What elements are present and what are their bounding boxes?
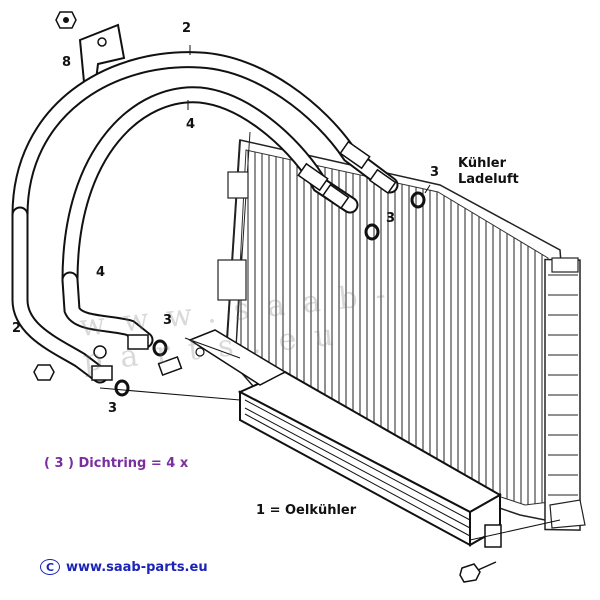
right-tank-ribs	[548, 274, 578, 496]
seal-rings	[114, 191, 426, 397]
callout-2-left: 2	[12, 321, 22, 336]
callout-3-right-lower: 3	[386, 211, 396, 226]
copyright-icon: C	[40, 559, 60, 575]
charge-air-cooler-label: Kühler Ladeluft	[458, 156, 519, 189]
oil-hose-outer	[11, 51, 399, 384]
seal-ring-legend: ( 3 ) Dichtring = 4 x	[44, 456, 189, 471]
callout-8: 8	[62, 55, 72, 70]
callout-4-top: 4	[186, 117, 196, 132]
oil-hose-inner	[61, 86, 359, 349]
oil-cooler-label: 1 = Oelkühler	[256, 503, 357, 518]
bolt	[459, 561, 497, 583]
callout-3-mid: 3	[163, 313, 173, 328]
nut-top	[55, 11, 77, 29]
hose-fittings	[33, 140, 397, 381]
callout-4-left: 4	[96, 265, 106, 280]
callout-3-left: 3	[108, 401, 118, 416]
footer-url[interactable]: www.saab-parts.eu	[66, 559, 208, 575]
footer: C www.saab-parts.eu	[40, 559, 208, 575]
callout-3-right-upper: 3	[430, 165, 440, 180]
callout-2-top: 2	[182, 21, 192, 36]
charge-air-cooler-label-line2: Ladeluft	[458, 172, 519, 188]
charge-air-cooler-label-line1: Kühler	[458, 156, 507, 171]
leader-lines	[99, 45, 561, 541]
